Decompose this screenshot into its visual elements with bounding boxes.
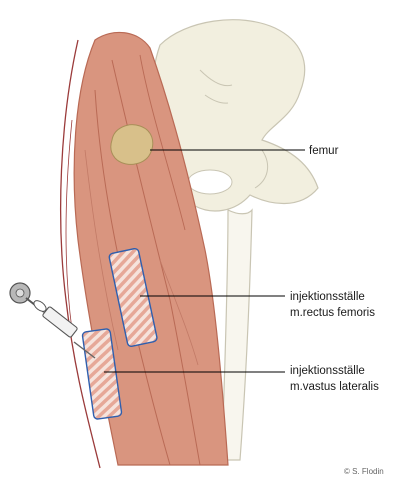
rectus-label-line2: m.rectus femoris [290,307,375,319]
femur-shaft [222,210,252,460]
syringe-icon [10,283,95,358]
copyright-label: © S. Flodin [344,467,384,476]
femur-head [111,125,153,165]
femur-label: femur [309,145,339,157]
rectus-label-line1: injektionsställe [290,291,365,303]
vastus-label-line2: m.vastus lateralis [290,381,379,393]
vastus-label-line1: injektionsställe [290,365,365,377]
skin-outline-inner [66,120,72,330]
